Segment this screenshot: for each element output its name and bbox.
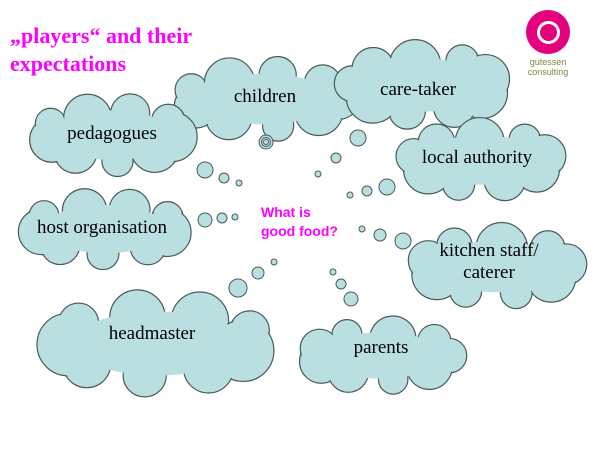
cloud-care-taker [333,38,511,130]
cloud-host-organisation [17,188,192,271]
thought-bubble [329,268,337,276]
thought-bubble [335,278,347,290]
kitchen-label-line-1: kitchen staff/ [439,240,539,261]
kitchen-label-line-2: caterer [463,262,515,283]
thought-bubble [314,170,322,178]
cloud-children [173,55,360,142]
thought-bubble [343,291,359,307]
thought-bubble [378,178,396,196]
logo-ring-icon [526,10,570,54]
thought-bubble [196,161,214,179]
title-line-2: expectations [10,51,127,76]
thought-bubble [197,212,213,228]
cloud-label-children: children [233,86,297,107]
cloud-label-kitchen-staff: kitchen staff/ caterer [439,240,538,284]
center-question: What is good food? [261,203,338,241]
question-line-2: good food? [261,223,338,239]
cloud-label-headmaster: headmaster [108,323,196,344]
thought-bubble [231,213,239,221]
thought-bubble [346,191,354,199]
thought-bubble [216,212,228,224]
logo-text: gutessen consulting [527,57,569,77]
slide-title: „players“ and their expectations [10,22,192,78]
thought-bubble [228,278,248,298]
cloud-label-local-authority: local authority [421,147,533,168]
thought-bubble [330,152,342,164]
thought-bubble [373,228,387,242]
cloud-label-parents: parents [353,337,409,358]
thought-bubble [358,225,366,233]
thought-bubble [361,185,373,197]
cloud-label-care-taker: care-taker [380,79,456,100]
cloud-label-host-organisation: host organisation [36,217,168,238]
thought-bubble [394,232,412,250]
cloud-label-pedagogues: pedagogues [67,123,157,144]
question-line-1: What is [261,204,311,220]
thought-bubble [349,129,367,147]
thought-bubble [218,172,230,184]
thought-bubble [263,139,269,145]
cloud-parents [298,315,468,395]
cloud-pedagogues [29,93,198,178]
cloud-local-authority [395,116,567,202]
thought-bubble [270,258,278,266]
thought-bubble [235,179,243,187]
company-logo: gutessen consulting [510,10,586,77]
title-line-1: „players“ and their [10,23,193,48]
cloud-headmaster [36,289,275,398]
thought-bubble [251,266,265,280]
cloud-kitchen-staff [407,221,588,310]
